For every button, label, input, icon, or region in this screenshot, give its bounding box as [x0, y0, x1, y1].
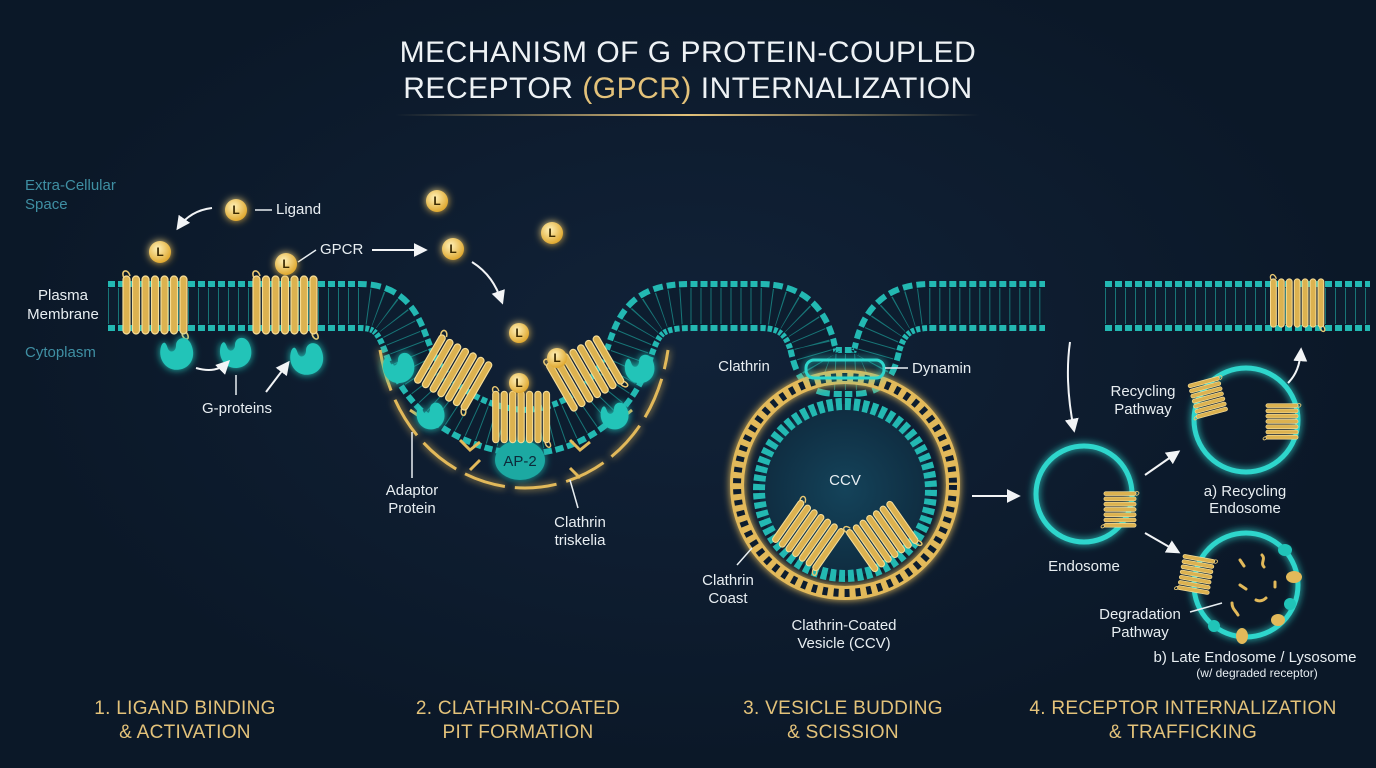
step-1-subtitle: & ACTIVATION: [119, 722, 251, 743]
lysosome-label: b) Late Endosome / Lysosome: [1154, 649, 1357, 666]
dynamin-ring: [804, 358, 886, 380]
degradation-leader-line: [1189, 602, 1223, 613]
recycling-endosome-label: a) Recycling: [1204, 483, 1287, 500]
clathrin-triskelia-label: Clathrin: [554, 514, 606, 531]
ligand-label: Ligand: [276, 201, 321, 218]
svg-text:L: L: [433, 194, 440, 208]
clathrin-coast-label: Clathrin: [702, 572, 754, 589]
dynamin-label: Dynamin: [912, 360, 971, 377]
endosome-label: Endosome: [1048, 558, 1120, 575]
svg-text:L: L: [553, 351, 560, 365]
g-protein: [160, 338, 194, 370]
ligand-icon: L: [275, 253, 297, 275]
recycling-endosome-label-2: Endosome: [1209, 500, 1281, 517]
ligand-icon: L: [509, 323, 529, 343]
plasma-membrane-label-2: Membrane: [27, 306, 99, 323]
clathrin-triskelion: [458, 438, 591, 453]
lysosome-pumps: [1236, 571, 1302, 644]
recycling-pathway-label-2: Pathway: [1114, 401, 1172, 418]
arrow-icon: [1144, 532, 1181, 554]
ap2-complex: [495, 440, 545, 480]
svg-text:L: L: [156, 245, 163, 259]
step-3-subtitle: & SCISSION: [787, 722, 899, 743]
coast-leader-line: [736, 547, 753, 566]
title-receptor: RECEPTOR: [403, 72, 582, 105]
lysosome-channels: [1208, 544, 1296, 632]
title-underline: [395, 114, 980, 116]
gpcr-leader-line: [297, 249, 317, 263]
title-line-1: MECHANISM OF G PROTEIN-COUPLED: [400, 36, 977, 69]
arrow-icon: [1287, 347, 1308, 384]
gpcr-receptor: [1184, 374, 1232, 421]
ligand-icon: L: [509, 373, 529, 393]
ccv-full-label-2: Vesicle (CCV): [797, 635, 890, 652]
ligand-icon: L: [426, 190, 448, 212]
step-4-title: 4. RECEPTOR INTERNALIZATION: [1029, 698, 1336, 719]
gpcr-receptor: [1173, 553, 1219, 597]
arrow-icon: [176, 207, 213, 231]
arrow-icon: [265, 360, 290, 393]
triskelia-leader-line: [569, 479, 579, 509]
ligand-icon: L: [547, 348, 567, 368]
degradation-pathway-label-2: Pathway: [1111, 624, 1169, 641]
step-3-vesicle-budding: CCV: [730, 358, 1021, 600]
title-gpcr-highlight: (GPCR): [582, 72, 692, 105]
ccv-full-label: Clathrin-Coated: [791, 617, 896, 634]
cytoplasm-label: Cytoplasm: [25, 344, 96, 361]
svg-text:L: L: [282, 257, 289, 271]
degradation-pathway-label: Degradation: [1099, 606, 1181, 623]
clathrin-label: Clathrin: [718, 358, 770, 375]
recycling-pathway-label: Recycling: [1110, 383, 1175, 400]
lysosome-sublabel: (w/ degraded receptor): [1196, 666, 1317, 680]
step-4-trafficking: [1033, 273, 1326, 644]
ap2-label: AP-2: [503, 453, 536, 470]
title-line-2: RECEPTOR (GPCR) INTERNALIZATION: [403, 72, 972, 105]
clathrin-coast-label-2: Coast: [708, 590, 748, 607]
svg-text:L: L: [548, 226, 555, 240]
step-1-title: 1. LIGAND BINDING: [94, 698, 275, 719]
gpcr-label: GPCR: [320, 241, 364, 258]
adaptor-protein-label: Adaptor: [386, 482, 439, 499]
g-protein: [290, 343, 324, 375]
arrow-icon: [195, 360, 230, 375]
extracellular-label-2: Space: [25, 196, 68, 213]
clathrin-coat-arc: [378, 349, 670, 490]
step-1-ligand-binding: [122, 207, 505, 395]
clathrin-triskelia-label-2: triskelia: [555, 532, 607, 549]
arrow-icon: [1064, 341, 1079, 433]
step-2-coated-pit: AP-2: [378, 328, 670, 509]
plasma-membrane-label: Plasma: [38, 287, 89, 304]
title-internalization: INTERNALIZATION: [692, 72, 973, 105]
degraded-receptor-fragments: [1230, 553, 1277, 617]
ligand-icon: L: [442, 238, 464, 260]
svg-text:L: L: [515, 326, 522, 340]
ligand-icon: L: [541, 222, 563, 244]
ligand-icon: L: [225, 199, 247, 221]
g-proteins-label: G-proteins: [202, 400, 272, 417]
g-protein: [219, 337, 252, 369]
step-2-title: 2. CLATHRIN-COATED: [416, 698, 620, 719]
svg-text:L: L: [449, 242, 456, 256]
plasma-membrane: [108, 281, 1370, 458]
arrow-icon: [1144, 450, 1181, 476]
svg-text:L: L: [232, 203, 239, 217]
svg-text:L: L: [515, 376, 522, 390]
step-3-title: 3. VESICLE BUDDING: [743, 698, 943, 719]
arrow-icon: [471, 261, 505, 305]
step-2-subtitle: PIT FORMATION: [443, 722, 594, 743]
extracellular-label: Extra-Cellular: [25, 177, 116, 194]
step-4-subtitle: & TRAFFICKING: [1109, 722, 1257, 743]
adaptor-protein-label-2: Protein: [388, 500, 436, 517]
ligands: L L L L L L L L L: [149, 190, 567, 393]
ligand-icon: L: [149, 241, 171, 263]
ccv-label: CCV: [829, 472, 861, 489]
